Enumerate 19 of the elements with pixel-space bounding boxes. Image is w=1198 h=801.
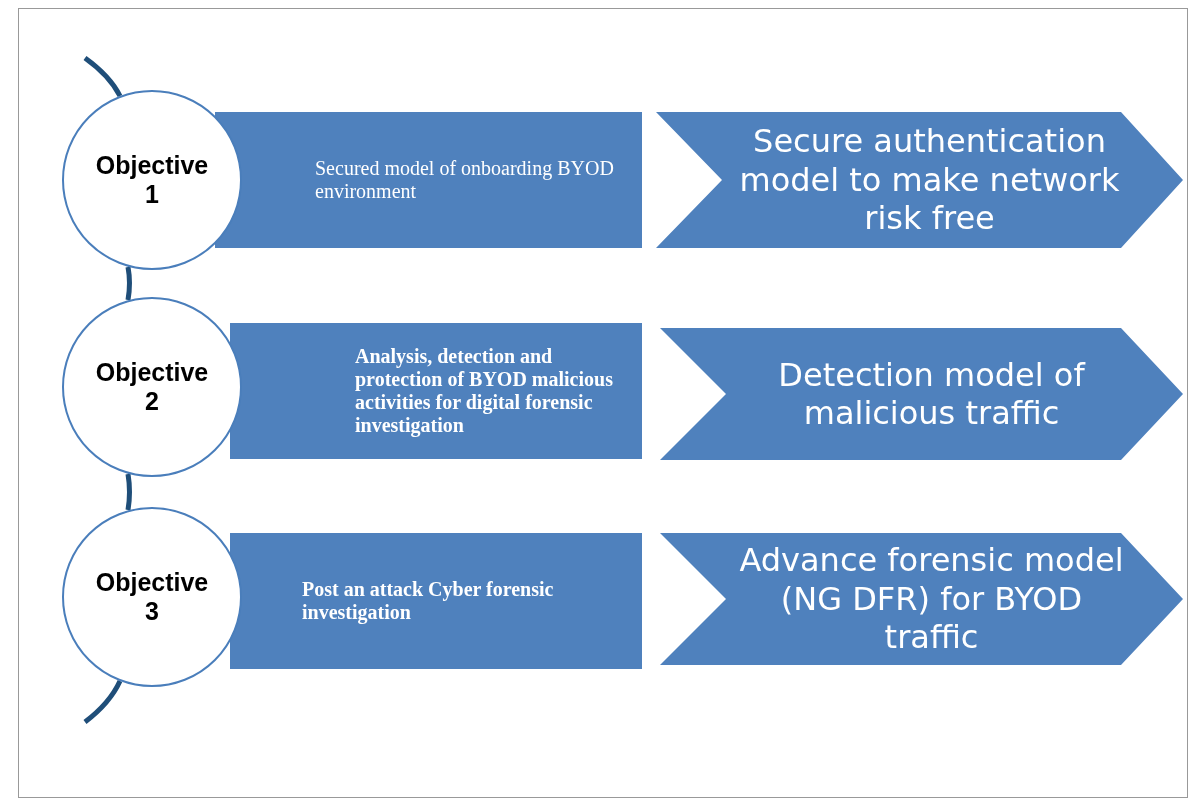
description-text: Detection model of malicious traffic [777, 355, 1087, 433]
description-text: Advance forensic model (NG DFR) for BYOD traffic [738, 541, 1125, 657]
objective-label: Objective 1 [94, 151, 210, 209]
outcome-chevron [656, 112, 1183, 248]
objective-label: Objective 2 [94, 358, 210, 416]
arc-line [125, 266, 132, 301]
arc-line [83, 56, 123, 98]
objective-label: Objective 3 [94, 568, 210, 626]
description-band [230, 533, 642, 669]
description-text: Analysis, detection and protection of BYOD malicious activities for digital forensic investigation [355, 345, 614, 437]
outcome-chevron [660, 328, 1183, 460]
description-text: Secured model of onboarding BYOD environment [315, 157, 615, 203]
arc-line [83, 679, 123, 724]
description-band [215, 112, 642, 248]
description-text: Post an attack Cyber forensic investigation [302, 578, 555, 624]
outcome-chevron [660, 533, 1183, 665]
arc-line [125, 473, 132, 511]
description-band [230, 323, 642, 459]
description-text: Secure authentication model to make network risk free [738, 122, 1121, 238]
